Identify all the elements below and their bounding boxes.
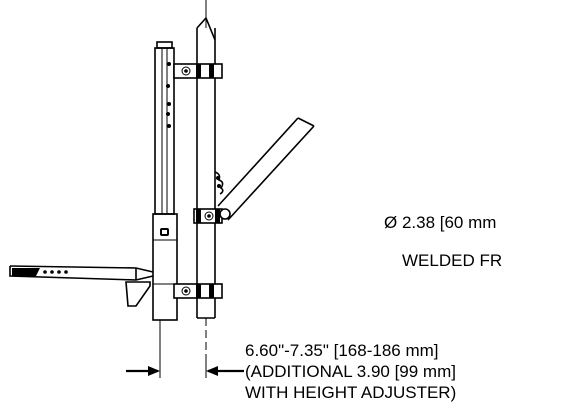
material-callout: WELDED FR xyxy=(402,251,502,270)
middle-clamp xyxy=(193,208,223,224)
angled-arm xyxy=(217,117,315,221)
dimension-marker xyxy=(126,320,244,378)
tube-bolt xyxy=(214,171,224,195)
top-clamp xyxy=(173,63,223,79)
foot-plate xyxy=(9,265,174,307)
vertical-tube xyxy=(196,0,216,360)
lower-sleeve xyxy=(152,213,178,321)
dimension-additional: (ADDITIONAL 3.90 [99 mm] xyxy=(245,362,456,381)
post-holes xyxy=(166,62,171,128)
bottom-clamp xyxy=(173,283,223,299)
dimension-note: WITH HEIGHT ADJUSTER) xyxy=(245,383,456,402)
upright-post xyxy=(154,41,175,215)
dimension-range: 6.60"-7.35" [168-186 mm] xyxy=(245,341,439,360)
diameter-callout: Ø 2.38 [60 mm xyxy=(384,213,496,232)
